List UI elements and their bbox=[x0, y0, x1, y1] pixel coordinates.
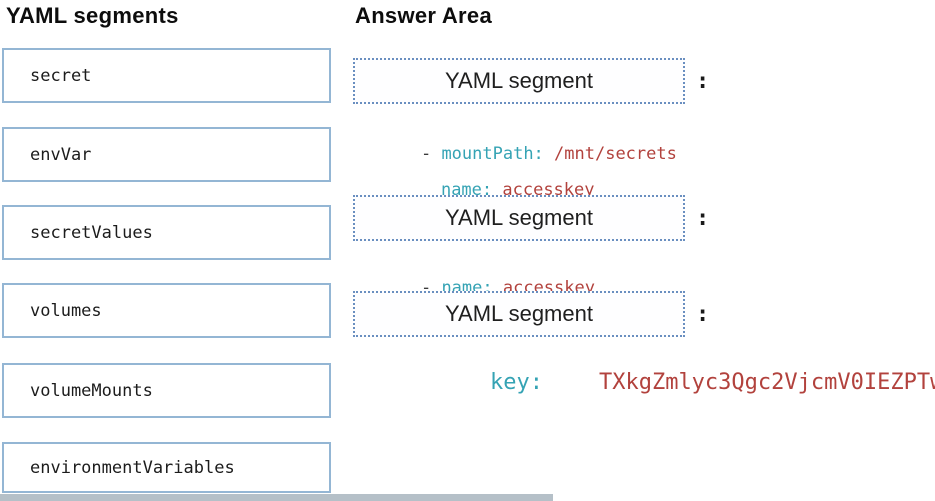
colon-after-drop-zone-3: : bbox=[696, 302, 710, 327]
segment-option-volumemounts[interactable]: volumeMounts bbox=[2, 363, 331, 418]
segment-option-environmentvariables[interactable]: environmentVariables bbox=[2, 442, 331, 493]
drop-zone-yaml-segment-3[interactable]: YAML segment bbox=[353, 291, 685, 337]
colon-after-drop-zone-2: : bbox=[696, 206, 710, 231]
drop-zone-yaml-segment-2[interactable]: YAML segment bbox=[353, 195, 685, 241]
segment-option-label: envVar bbox=[30, 144, 92, 165]
drop-zone-placeholder: YAML segment bbox=[445, 301, 593, 326]
yaml-value: TXkgZmlyc3Qgc2VjcmV0IEZPTwo= bbox=[598, 370, 935, 395]
segment-option-volumes[interactable]: volumes bbox=[2, 283, 331, 338]
yaml-dash: - bbox=[420, 278, 442, 298]
yaml-code-line: - mountPath: /mnt/secrets bbox=[380, 124, 677, 184]
answer-area-title: Answer Area bbox=[355, 3, 492, 28]
yaml-value: /mnt/secrets bbox=[554, 144, 677, 164]
yaml-code-line: key: TXkgZmlyc3Qgc2VjcmV0IEZPTwo= bbox=[437, 345, 935, 420]
segment-option-secret[interactable]: secret bbox=[2, 48, 331, 103]
drop-zone-placeholder: YAML segment bbox=[445, 205, 593, 230]
segment-option-label: volumes bbox=[30, 300, 102, 321]
segment-option-label: volumeMounts bbox=[30, 380, 153, 401]
drop-zone-placeholder: YAML segment bbox=[445, 68, 593, 93]
left-panel-title: YAML segments bbox=[6, 3, 179, 28]
yaml-dash: - bbox=[420, 144, 442, 164]
segment-option-secretvalues[interactable]: secretValues bbox=[2, 205, 331, 260]
drop-zone-yaml-segment-1[interactable]: YAML segment bbox=[353, 58, 685, 104]
segment-option-label: secret bbox=[30, 65, 92, 86]
bottom-edge-bar bbox=[0, 494, 553, 501]
segment-option-label: secretValues bbox=[30, 222, 153, 243]
segment-option-label: environmentVariables bbox=[30, 457, 235, 478]
segment-option-envvar[interactable]: envVar bbox=[2, 127, 331, 182]
yaml-key: mountPath: bbox=[441, 144, 555, 164]
colon-after-drop-zone-1: : bbox=[696, 69, 710, 94]
yaml-key: key: bbox=[489, 370, 543, 395]
